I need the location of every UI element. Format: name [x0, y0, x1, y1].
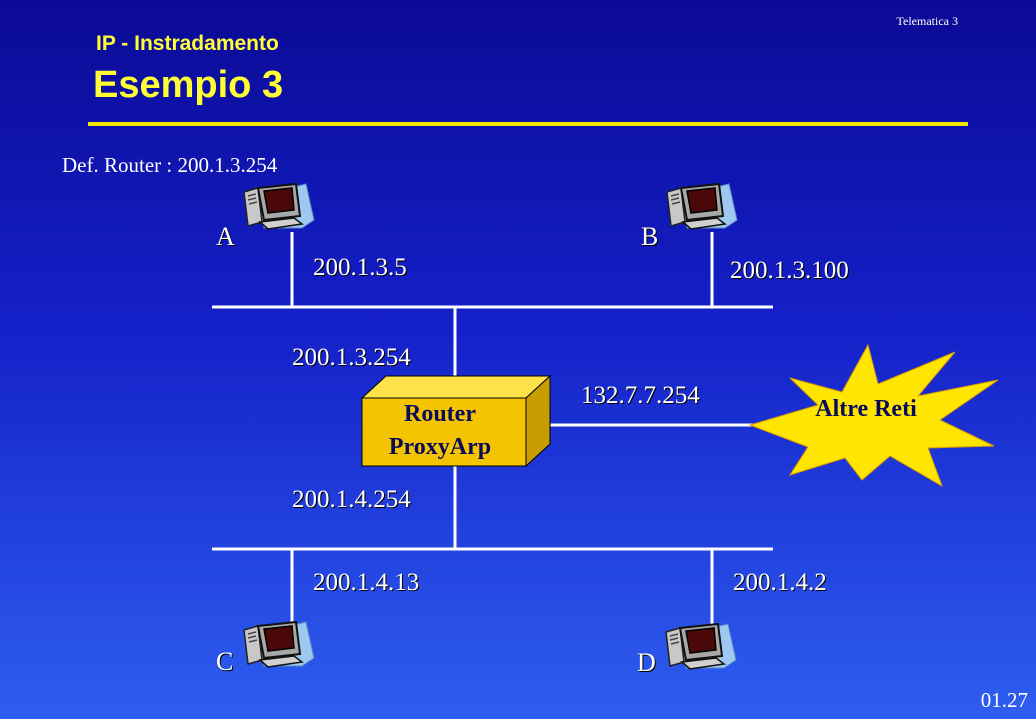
host-c-label: C	[216, 647, 234, 676]
ip-router-bottom: 200.1.4.254	[292, 486, 411, 513]
host-a-label: A	[216, 222, 235, 251]
ip-router-top: 200.1.3.254	[292, 344, 411, 371]
ip-host-b: 200.1.3.100	[730, 257, 849, 284]
ip-host-a: 200.1.3.5	[313, 254, 407, 281]
default-router-note: Def. Router : 200.1.3.254	[62, 153, 278, 177]
ip-host-c: 200.1.4.13	[313, 569, 420, 596]
router-label-line1: Router	[404, 401, 476, 427]
router-label: Router ProxyArp	[362, 398, 518, 464]
computer-d-icon	[665, 623, 737, 670]
ip-router-right: 132.7.7.254	[581, 382, 700, 409]
host-b-label: B	[641, 222, 659, 251]
slide-subtitle: IP - Instradamento	[96, 32, 279, 55]
other-networks-label: Altre Reti	[815, 396, 917, 422]
router-box	[360, 374, 552, 468]
host-d-label: D	[637, 648, 656, 677]
page-number: 01.27	[980, 688, 1028, 712]
other-networks-star	[748, 343, 999, 488]
router-label-line2: ProxyArp	[388, 434, 492, 460]
computer-b-icon	[666, 183, 738, 230]
slide-title: Esempio 3	[93, 64, 284, 106]
course-name: Telematica 3	[896, 14, 958, 28]
title-rule	[88, 122, 968, 126]
computer-a-icon	[243, 183, 315, 230]
ip-host-d: 200.1.4.2	[733, 569, 827, 596]
computer-c-icon	[243, 621, 315, 668]
